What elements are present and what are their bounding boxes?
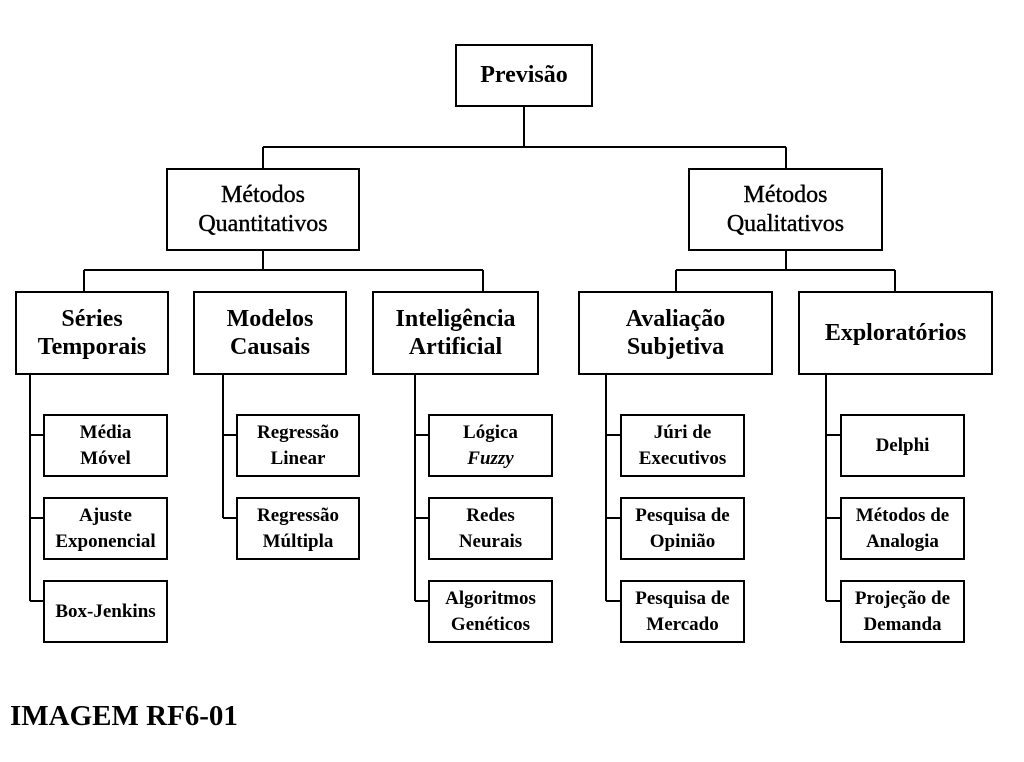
node-label: Séries [61, 305, 123, 332]
leaf-pesquisa-de-mercado: Pesquisa de Mercado [620, 580, 745, 643]
node-inteligencia-artificial: Inteligência Artificial [372, 291, 539, 375]
leaf-label: Redes [466, 505, 515, 527]
leaf-label: Média [79, 422, 132, 444]
node-label: Qualitativos [726, 210, 845, 237]
node-series-temporais: Séries Temporais [15, 291, 169, 375]
leaf-label: Regressão [257, 505, 339, 527]
leaf-label: Lógica [463, 422, 518, 444]
leaf-label: Projeção de [854, 588, 951, 610]
node-previsao: Previsão [455, 44, 593, 107]
leaf-label: Neurais [458, 530, 523, 552]
leaf-label: Demanda [863, 613, 942, 635]
node-label: Temporais [37, 334, 147, 360]
node-label: Quantitativos [198, 210, 328, 237]
leaf-label: Pesquisa de [635, 505, 730, 527]
leaf-label: Opinião [649, 530, 716, 552]
leaf-label: Delphi [875, 434, 930, 456]
leaf-label: Móvel [80, 447, 131, 469]
leaf-metodos-de-analogia: Métodos de Analogia [840, 497, 965, 560]
node-label: Subjetiva [626, 334, 725, 360]
leaf-pesquisa-de-opiniao: Pesquisa de Opinião [620, 497, 745, 560]
node-label: Causais [229, 334, 311, 360]
leaf-label: Fuzzy [467, 447, 514, 469]
leaf-logica-fuzzy: Lógica Fuzzy [428, 414, 553, 477]
node-modelos-causais: Modelos Causais [193, 291, 347, 375]
node-label: Previsão [480, 62, 568, 89]
leaf-ajuste-exponencial: Ajuste Exponencial [43, 497, 168, 560]
node-metodos-quantitativos: Métodos Quantitativos [166, 168, 360, 251]
leaf-delphi: Delphi [840, 414, 965, 477]
leaf-juri-de-executivos: Júri de Executivos [620, 414, 745, 477]
leaf-label: Executivos [638, 447, 727, 469]
leaf-label: Pesquisa de [635, 588, 730, 610]
leaf-regressao-multipla: Regressão Múltipla [236, 497, 360, 560]
leaf-label: Genéticos [450, 613, 531, 635]
leaf-redes-neurais: Redes Neurais [428, 497, 553, 560]
figure-caption: IMAGEM RF6-01 [10, 700, 238, 732]
leaf-label: Regressão [257, 422, 339, 444]
leaf-label: Linear [270, 447, 326, 469]
leaf-label: Métodos de [855, 505, 950, 527]
node-label: Exploratórios [824, 319, 967, 346]
leaf-label: Algoritmos [445, 588, 536, 610]
node-exploratorios: Exploratórios [798, 291, 993, 375]
node-avaliacao-subjetiva: Avaliação Subjetiva [578, 291, 773, 375]
leaf-algoritmos-geneticos: Algoritmos Genéticos [428, 580, 553, 643]
leaf-media-movel: Média Móvel [43, 414, 168, 477]
leaf-label: Júri de [653, 422, 712, 444]
leaf-label: Analogia [866, 530, 939, 552]
node-metodos-qualitativos: Métodos Qualitativos [688, 168, 883, 251]
leaf-label: Box-Jenkins [55, 600, 156, 622]
node-label: Métodos [221, 182, 305, 209]
node-label: Avaliação [625, 305, 726, 332]
leaf-box-jenkins: Box-Jenkins [43, 580, 168, 643]
node-label: Métodos [743, 182, 828, 209]
leaf-label: Exponencial [55, 530, 156, 552]
leaf-label: Mercado [646, 613, 719, 635]
leaf-label: Múltipla [262, 530, 334, 552]
node-label: Artificial [408, 334, 503, 360]
node-label: Modelos [226, 305, 314, 332]
node-label: Inteligência [395, 305, 516, 332]
leaf-regressao-linear: Regressão Linear [236, 414, 360, 477]
leaf-projecao-de-demanda: Projeção de Demanda [840, 580, 965, 643]
leaf-label: Ajuste [79, 505, 132, 527]
